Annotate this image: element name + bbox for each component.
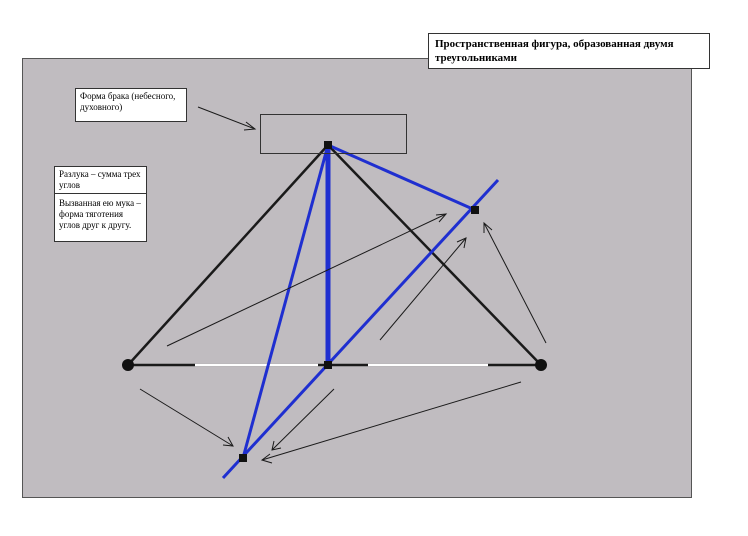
upper-right-vertex [471, 206, 479, 214]
sum-label: Разлука – сумма трех углов [55, 167, 146, 194]
black-triangle-left-edge [127, 144, 329, 366]
black-triangle-right-edge [327, 144, 542, 366]
separation-label-box: Разлука – сумма трех углов Вызванная ею … [54, 166, 147, 242]
center-vertex [324, 361, 332, 369]
marriage-form-rectangle [260, 114, 407, 154]
blue-diagonal [221, 178, 500, 480]
arrowhead-center-to-lower-left [271, 440, 282, 451]
arrow-center-to-lower-left [271, 388, 335, 451]
right-vertex [535, 359, 547, 371]
arrow-center-to-upper-right [379, 237, 467, 341]
apex-vertex [324, 141, 332, 149]
arrowhead-left-to-lower-left [222, 436, 234, 447]
blue-left-leg [241, 144, 330, 459]
torment-label: Вызванная ею мука – форма тяготения угло… [59, 198, 141, 230]
form-label-box: Форма брака (небесного, духовного) [75, 88, 187, 122]
lower-left-vertex [239, 454, 247, 462]
blue-top-edge [327, 143, 476, 212]
arrow-right-to-upper-right [483, 222, 547, 344]
arrowhead-label-to-rect [243, 121, 257, 131]
arrow-right-to-lower-left [261, 381, 522, 461]
arrow-left-to-lower-left [139, 388, 234, 447]
arrowhead-right-to-lower-left [260, 453, 273, 464]
figure-title: Пространственная фигура, образованная дв… [428, 33, 710, 69]
arrow-left-to-upper-right [166, 213, 447, 347]
left-vertex [122, 359, 134, 371]
arrowhead-left-to-upper-right [435, 213, 448, 223]
arrowhead-center-to-upper-right [456, 237, 467, 249]
arrowhead-right-to-upper-right [483, 221, 493, 233]
arrow-label-to-rect [197, 106, 256, 130]
diagram-panel [22, 58, 692, 498]
